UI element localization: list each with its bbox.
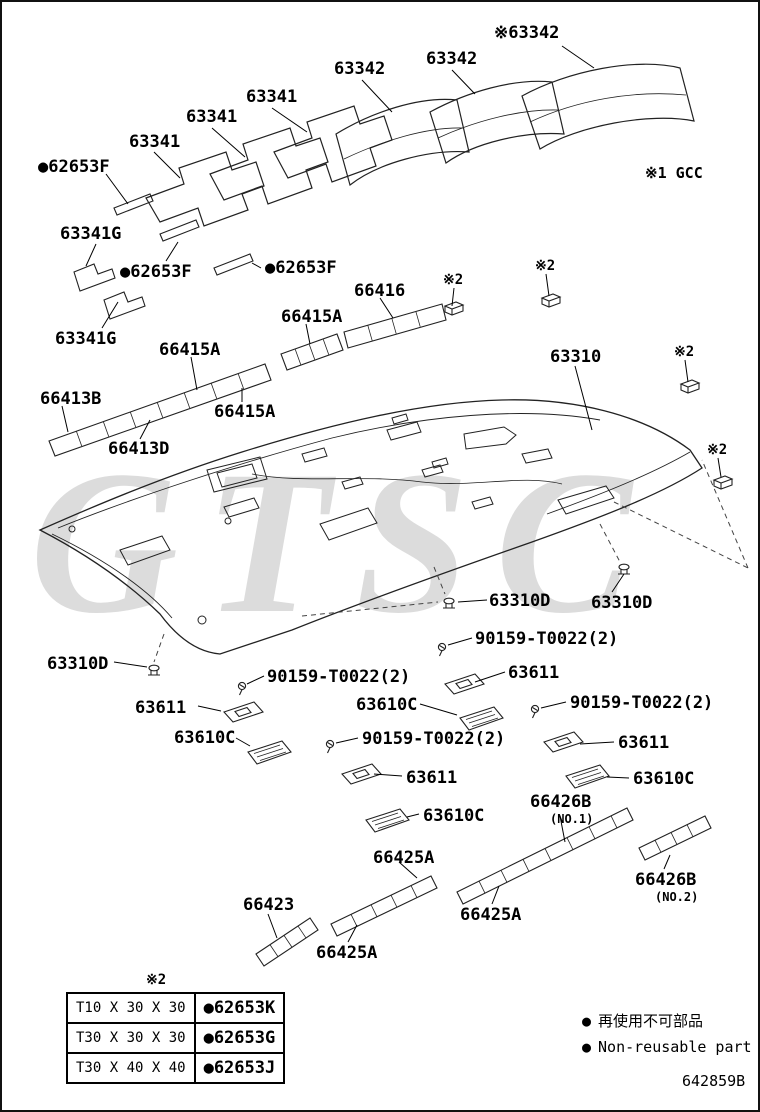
small-parts-left [73, 193, 254, 320]
tape-size-cell: T10 X 30 X 30 [66, 992, 196, 1024]
part-label-63341-b: 63341 [186, 107, 238, 127]
part-label-63611-d: 63611 [406, 768, 458, 788]
ref-mark-2-c: ※2 [674, 344, 695, 360]
part-label-63610C-d: 63610C [423, 806, 485, 826]
part-label-text: 66426B [530, 792, 592, 812]
part-label-text: 66426B [635, 870, 697, 890]
silencer-pads [145, 63, 695, 227]
part-label-66415A-c: 66415A [214, 402, 276, 422]
leader-lines [61, 45, 722, 943]
dashed-lines [153, 459, 749, 663]
part-label-63611-a: 63611 [508, 663, 560, 683]
part-label-63342-b: 63342 [426, 49, 478, 69]
part-label-sub: (NO.1) [550, 811, 594, 826]
tape-size-cell: T30 X 40 X 40 [66, 1052, 196, 1084]
part-label-90159-c: 90159-T0022(2) [570, 693, 714, 713]
part-label-63611-c: 63611 [618, 733, 670, 753]
part-label-66415A-a: 66415A [281, 307, 343, 327]
legend-text: Non-reusable part [598, 1038, 752, 1056]
table-row: T10 X 30 X 30 ●62653K [66, 992, 286, 1024]
table-row: T30 X 30 X 30 ●62653G [66, 1022, 286, 1054]
ref-mark-2-a: ※2 [443, 272, 464, 288]
part-label-62653F-b: ●62653F [120, 262, 192, 282]
part-label-63610C-a: 63610C [356, 695, 418, 715]
part-label-63610C-b: 63610C [174, 728, 236, 748]
part-label-66425A-c: 66425A [316, 943, 378, 963]
legend-text: 再使用不可部品 [598, 1012, 704, 1030]
part-label-66425A-a: 66425A [373, 848, 435, 868]
legend: ● 再使用不可部品 ● Non-reusable part [582, 1010, 752, 1063]
part-label-63341-c: 63341 [246, 87, 298, 107]
part-label-66426B-no2: 66426B (NO.2) [635, 870, 699, 904]
part-number-cell: ●62653J [193, 1052, 286, 1084]
legend-item-en: ● Non-reusable part [582, 1038, 752, 1056]
part-number-cell: ●62653G [193, 1022, 286, 1054]
part-label-90159-a: 90159-T0022(2) [475, 629, 619, 649]
part-label-63341-a: 63341 [129, 132, 181, 152]
figure-code: 642859B [682, 1072, 746, 1090]
part-number-cell: ●62653K [193, 992, 286, 1024]
ref-mark-2-d: ※2 [707, 442, 728, 458]
part-label-63342-a: 63342 [334, 59, 386, 79]
ref-mark-2-table: ※2 [146, 972, 167, 988]
part-label-90159-d: 90159-T0022(2) [362, 729, 506, 749]
part-label-66416: 66416 [354, 281, 406, 301]
retainer-strips [48, 303, 447, 457]
legend-item-jp: ● 再使用不可部品 [582, 1010, 752, 1031]
tape-size-cell: T30 X 30 X 30 [66, 1022, 196, 1054]
part-label-66413D: 66413D [108, 439, 170, 459]
part-label-66425A-b: 66425A [460, 905, 522, 925]
part-label-62653F-a: ●62653F [38, 157, 110, 177]
lower-trim-strips [255, 807, 712, 967]
roof-headlining [38, 399, 703, 655]
bullet-icon: ● [582, 1012, 592, 1030]
part-label-66426B-no1: 66426B (NO.1) [530, 792, 594, 826]
bullet-icon: ● [582, 1038, 592, 1056]
part-label-63310: 63310 [550, 347, 602, 367]
part-label-sub: (NO.2) [655, 889, 699, 904]
gcc-note: ※1 GCC [645, 164, 703, 182]
table-row: T30 X 40 X 40 ●62653J [66, 1052, 286, 1084]
part-label-63611-b: 63611 [135, 698, 187, 718]
part-label-62653F-c: ●62653F [265, 258, 337, 278]
part-label-63310D-c: 63310D [47, 654, 109, 674]
part-label-63342-ref: ※63342 [494, 23, 560, 43]
part-label-63310D-a: 63310D [489, 591, 551, 611]
part-label-66415A-b: 66415A [159, 340, 221, 360]
part-label-63341G-a: 63341G [60, 224, 122, 244]
tape-size-table: T10 X 30 X 30 ●62653K T30 X 30 X 30 ●626… [66, 992, 286, 1084]
part-label-90159-b: 90159-T0022(2) [267, 667, 411, 687]
part-label-66423: 66423 [243, 895, 295, 915]
part-label-63341G-b: 63341G [55, 329, 117, 349]
part-label-63310D-b: 63310D [591, 593, 653, 613]
part-label-63610C-c: 63610C [633, 769, 695, 789]
part-label-66413B: 66413B [40, 389, 102, 409]
ref-mark-2-b: ※2 [535, 258, 556, 274]
